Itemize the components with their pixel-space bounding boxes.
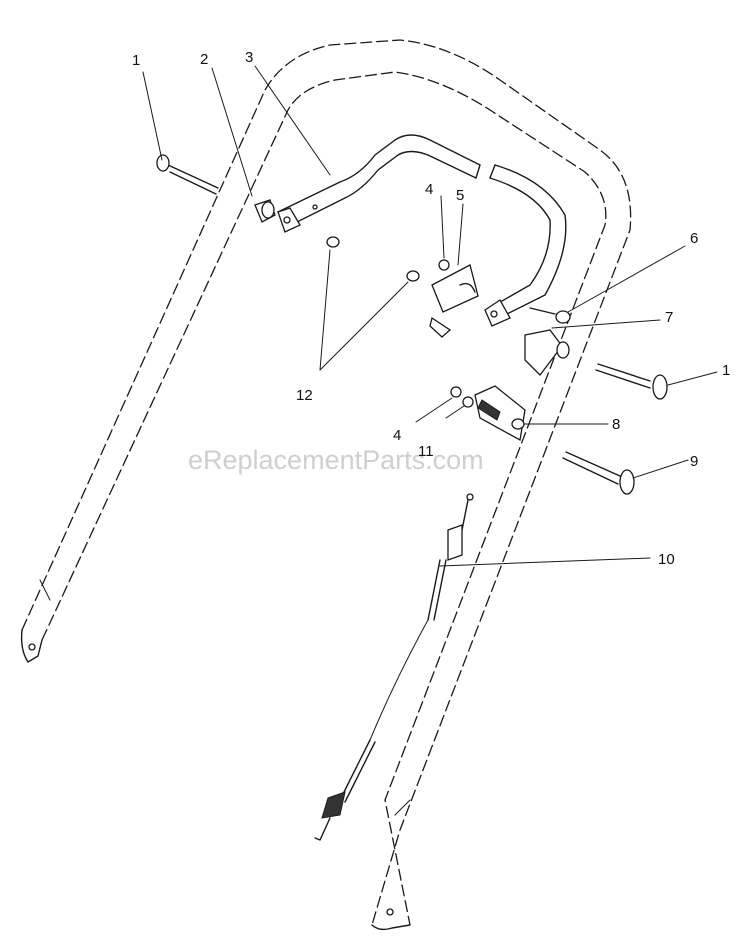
nut-part-12 [326, 236, 420, 282]
nut-part-4 [438, 259, 462, 398]
callout-7: 7 [665, 309, 673, 326]
bolt-part-9 [562, 451, 635, 495]
callout-11: 11 [418, 443, 434, 460]
callout-1-right: 1 [722, 362, 730, 379]
callout-5: 5 [456, 187, 464, 204]
cable-part-10 [314, 493, 474, 841]
callout-10: 10 [658, 551, 675, 568]
bolt-part-1-left [156, 154, 219, 195]
bracket-part-5 [429, 264, 479, 338]
watermark: eReplacementParts.com [188, 445, 484, 475]
bolt-part-1-right [595, 363, 668, 400]
leader-lines [142, 65, 718, 567]
callout-1-top: 1 [132, 52, 140, 69]
callout-9: 9 [690, 453, 698, 470]
washer-part-11 [462, 396, 474, 408]
callout-4-top: 4 [425, 181, 433, 198]
callout-3: 3 [245, 49, 253, 66]
upper-handle-bail [277, 134, 567, 327]
callout-labels: 1 2 3 4 5 6 7 1 8 9 4 11 12 10 [132, 49, 730, 568]
clip-part-8 [474, 385, 526, 442]
callout-4-bottom: 4 [393, 427, 401, 444]
lower-handle-frame [20, 39, 632, 931]
spacer-part-2 [254, 199, 276, 223]
knob-part-7 [524, 329, 570, 376]
callout-6: 6 [690, 230, 698, 247]
screw-part-6 [529, 307, 571, 324]
callout-8: 8 [612, 416, 620, 433]
callout-12: 12 [296, 387, 313, 404]
callout-2: 2 [200, 51, 208, 68]
